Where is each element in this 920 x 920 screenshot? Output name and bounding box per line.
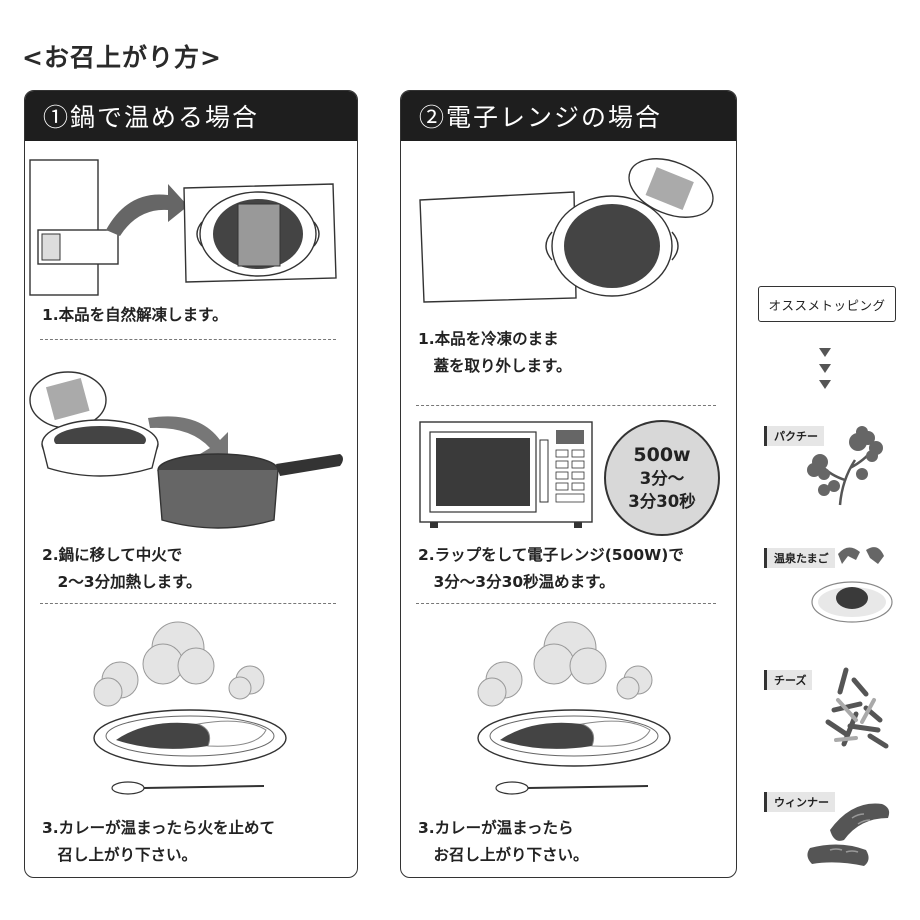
pot-divider-1 (40, 339, 336, 340)
microwave-divider-2 (416, 603, 716, 604)
time-max-label: 3分30秒 (628, 491, 696, 511)
topping-tag-onsen-egg: 温泉たまご (764, 548, 835, 568)
topping-tag-cheese: チーズ (764, 670, 813, 690)
topping-tag-coriander: パクチー (764, 426, 824, 446)
transfer-to-pan-illustration (29, 371, 343, 529)
wattage-label: 500w (633, 443, 691, 466)
curry-plate-illustration-2 (477, 621, 671, 795)
microwave-step-2: 2.ラップをして電子レンジ(500W)で 3分～3分30秒温めます。 (418, 546, 684, 591)
arrow-down-icon (819, 364, 831, 373)
curry-plate-illustration (93, 621, 287, 795)
microwave-divider-1 (416, 405, 716, 406)
microwave-method-header: ②電子レンジの場合 (401, 91, 736, 141)
time-min-label: 3分～ (639, 468, 685, 488)
recommended-toppings-label: オススメトッピング (758, 286, 896, 322)
pot-step-3: 3.カレーが温まったら火を止めて 召し上がり下さい。 (42, 819, 276, 864)
thaw-illustration (29, 159, 337, 296)
microwave-step-1: 1.本品を冷凍のまま 蓋を取り外します。 (418, 330, 572, 375)
arrow-down-icon (819, 380, 831, 389)
pot-method-header: ①鍋で温める場合 (25, 91, 357, 141)
microwave-illustration (419, 421, 593, 528)
onsen-egg-icon (811, 547, 893, 623)
pot-step-1: 1.本品を自然解凍します。 (42, 306, 228, 324)
coriander-icon (807, 426, 883, 506)
microwave-step-3: 3.カレーが温まったら お召し上がり下さい。 (418, 819, 589, 864)
wiener-icon (807, 803, 890, 866)
pot-step-2: 2.鍋に移して中火で 2～3分加熱します。 (42, 546, 202, 591)
page-title: <お召上がり方> (22, 43, 222, 72)
remove-lid-illustration (419, 158, 714, 303)
arrow-down-icon (819, 348, 831, 357)
topping-tag-wiener: ウィンナー (764, 792, 835, 812)
microwave-time-badge: 500w 3分～ 3分30秒 (604, 420, 720, 536)
cheese-icon (825, 667, 889, 749)
pot-divider-2 (40, 603, 336, 604)
